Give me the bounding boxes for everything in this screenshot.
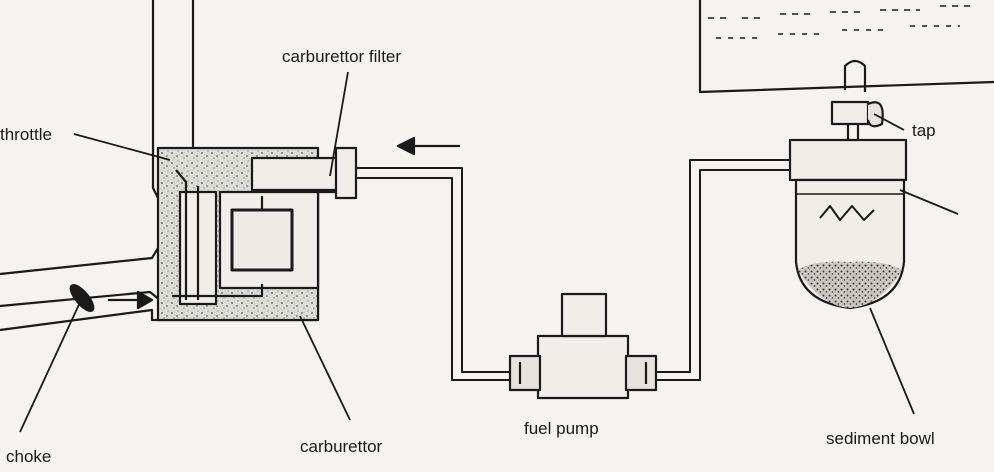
sediment-bowl: [788, 138, 908, 310]
label-fuel-pump: fuel pump: [524, 419, 599, 438]
fuel-tank: [698, 0, 994, 94]
leader-sediment-bowl: [869, 307, 915, 415]
fuel-pump: [508, 292, 658, 400]
leader-tap: [873, 113, 905, 131]
leader-choke: [19, 297, 83, 433]
label-sediment-bowl: sediment bowl: [826, 429, 935, 448]
leader-carburettor: [299, 315, 351, 421]
label-choke: choke: [6, 447, 51, 466]
label-carburettor: carburettor: [300, 437, 383, 456]
flow-arrow: [108, 136, 460, 310]
leader-carburettor-filter: [329, 71, 349, 177]
label-tap: tap: [912, 121, 936, 140]
leader-throttle: [73, 133, 171, 161]
label-throttle: throttle: [0, 125, 52, 144]
label-carburettor-filter: carburettor filter: [282, 47, 401, 66]
leader-bowl-fuel: [899, 189, 959, 215]
fuel-line: [356, 159, 810, 381]
carburettor-body: [0, 0, 353, 332]
